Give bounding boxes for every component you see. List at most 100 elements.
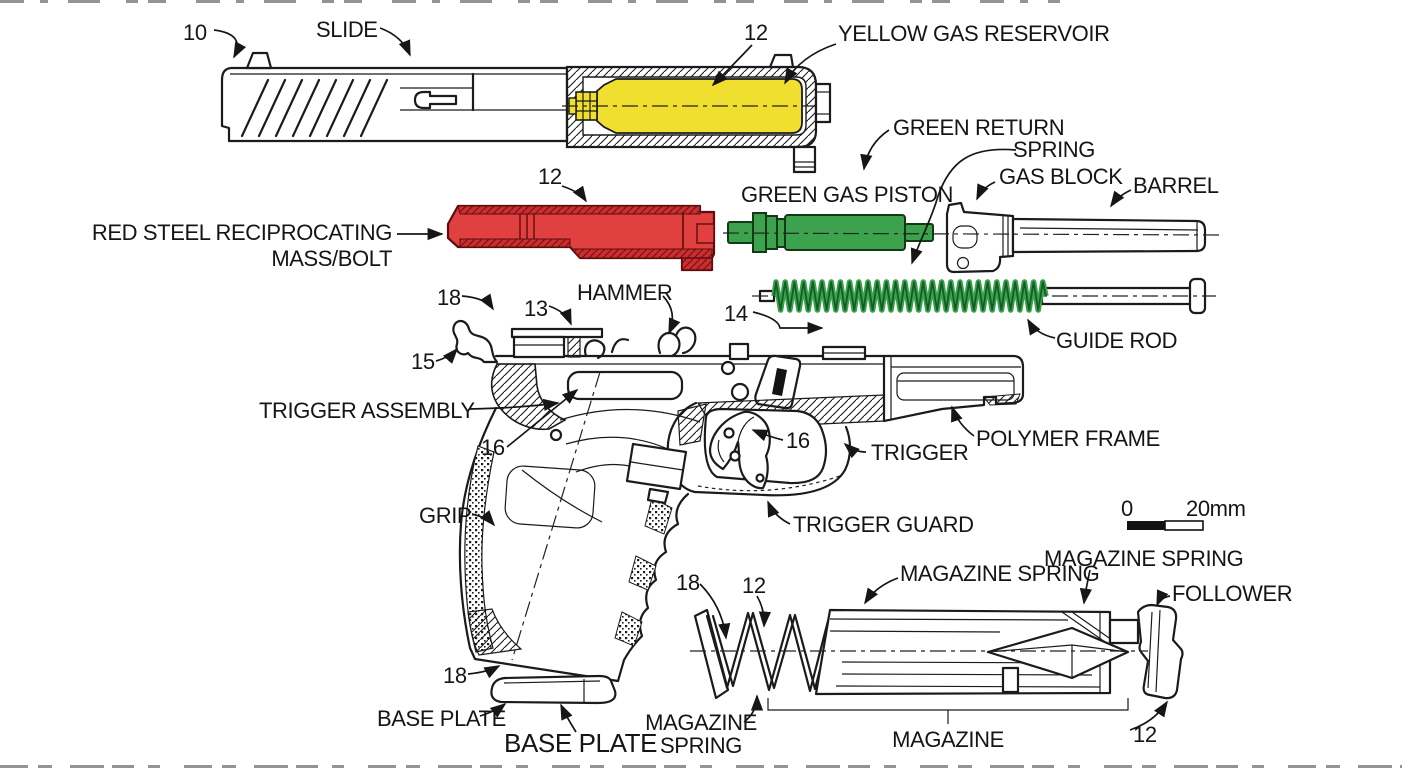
label-mag-spring-bottom-2: SPRING (660, 733, 742, 758)
slide-rear-tab (792, 145, 817, 174)
label-hammer: HAMMER (577, 280, 672, 305)
label-12-reservoir: 12 (744, 20, 768, 45)
rear-sight-block (512, 335, 566, 359)
leader-mag-spring-bottom (743, 694, 764, 723)
frame-screw (549, 428, 563, 442)
leader-yellow-reservoir (784, 43, 837, 85)
rear-rail-tab (728, 342, 750, 361)
ejector-pin (413, 90, 458, 110)
leader-spring (910, 148, 1017, 265)
leader-12-magspring (756, 595, 772, 628)
leader-guide-rod (1027, 318, 1056, 339)
label-trigger-assembly: TRIGGER ASSEMBLY (259, 398, 475, 423)
label-mag-spring-bottom-1: MAGAZINE (645, 710, 757, 735)
leader-mag-spring-top (864, 577, 899, 605)
leader-follower (1156, 589, 1171, 607)
label-follower: FOLLOWER (1172, 581, 1292, 606)
sear-curls (584, 338, 630, 360)
rail-plate (510, 327, 604, 339)
label-trigger-guard: TRIGGER GUARD (793, 512, 974, 537)
beavertail (452, 319, 499, 364)
hammer-spur (657, 326, 697, 358)
magazine-assembly-drawing (690, 603, 1184, 724)
label-18-grip: 18 (443, 663, 467, 688)
label-trigger: TRIGGER (871, 440, 968, 465)
slide-body (220, 66, 569, 143)
leader-12-bolt (561, 185, 587, 203)
leader-gas-block (976, 181, 996, 201)
label-base-plate-small: BASE PLATE (377, 706, 506, 731)
follower-neck (1108, 618, 1140, 645)
slide-serrations (240, 78, 389, 138)
label-magazine-spring-top: MAGAZINE SPRING (900, 561, 1099, 586)
grip-centerline (511, 371, 601, 661)
leader-grip (471, 510, 496, 527)
rear-sight-bump (768, 53, 795, 69)
label-green-return: GREEN RETURN (893, 115, 1064, 140)
label-magazine: MAGAZINE (892, 727, 1004, 752)
magazine-catch-notch (1001, 666, 1020, 694)
leader-13 (548, 305, 572, 326)
base-plate-drawing (490, 674, 617, 705)
leader-base-plate-large (560, 703, 577, 733)
frame-window (566, 370, 684, 401)
scale-start-label: 0 (1121, 496, 1133, 521)
label-magazine-spring-right: MAGAZINE SPRING (1044, 546, 1243, 571)
label-base-plate-large: BASE PLATE (504, 728, 657, 758)
leader-polymer-frame (951, 405, 975, 437)
label-green-gas-piston: GREEN GAS PISTON (741, 182, 953, 207)
labels: 10 SLIDE 12 YELLOW GAS RESERVOIR GREEN R… (92, 17, 1293, 758)
grip-hump-hatch (490, 363, 567, 431)
grip-heel-hatch (467, 608, 523, 656)
label-guide-rod: GUIDE ROD (1056, 328, 1177, 353)
label-barrel: BARREL (1133, 173, 1219, 198)
label-grip: GRIP (419, 503, 471, 528)
leader-10 (213, 29, 247, 59)
label-16-trigger: 16 (786, 428, 810, 453)
leader-16-trigger (751, 429, 784, 442)
grip-backstrap (458, 406, 620, 683)
label-red-mass-1: RED STEEL RECIPROCATING (92, 220, 392, 245)
leader-mag-spring-right (1079, 569, 1092, 605)
leader-slide (379, 27, 411, 57)
label-12-bolt: 12 (538, 164, 562, 189)
label-10: 10 (183, 20, 207, 45)
scale-bar: 0 20mm (1121, 496, 1246, 531)
leader-trigger-assembly (468, 398, 560, 411)
grip-frontstrap (616, 492, 690, 683)
leader-12-reservoir (711, 44, 753, 87)
magwell-window (504, 465, 596, 529)
front-sight (245, 51, 273, 70)
takedown-slot (772, 368, 787, 396)
leader-15 (435, 347, 459, 364)
label-18-magspring: 18 (676, 570, 700, 595)
label-15: 15 (411, 349, 435, 374)
label-green-return-spring: SPRING (1013, 137, 1095, 162)
label-16-frame: 16 (481, 435, 505, 460)
leader-lines (213, 27, 1171, 733)
leader-hammer (662, 295, 681, 335)
fill-valve (814, 82, 832, 124)
green-return-spring-outline (773, 281, 1047, 311)
leader-trigger (843, 442, 867, 459)
polymer-frame-drawing (452, 319, 1025, 683)
leader-green-return (860, 129, 890, 171)
leader-18-magspring (699, 583, 731, 640)
gas-block-drawing (945, 201, 1015, 274)
trigger-guard-outline (666, 401, 852, 497)
magazine-bracket (767, 698, 1129, 724)
barrel-drawing (722, 217, 1225, 254)
leader-trigger-guard (767, 500, 791, 525)
label-14: 14 (724, 301, 748, 326)
leader-base-plate-small (479, 702, 507, 718)
slide-assembly-drawing (220, 51, 832, 174)
leader-18-grip (467, 665, 501, 679)
label-red-mass-2: MASS/BOLT (271, 246, 392, 271)
label-gas-block: GAS BLOCK (999, 164, 1123, 189)
leader-12-follower (1129, 700, 1168, 731)
leader-16-frame (506, 388, 579, 448)
green-gas-piston-drawing (727, 212, 934, 253)
label-slide: SLIDE (316, 17, 378, 42)
leader-14 (752, 311, 824, 335)
